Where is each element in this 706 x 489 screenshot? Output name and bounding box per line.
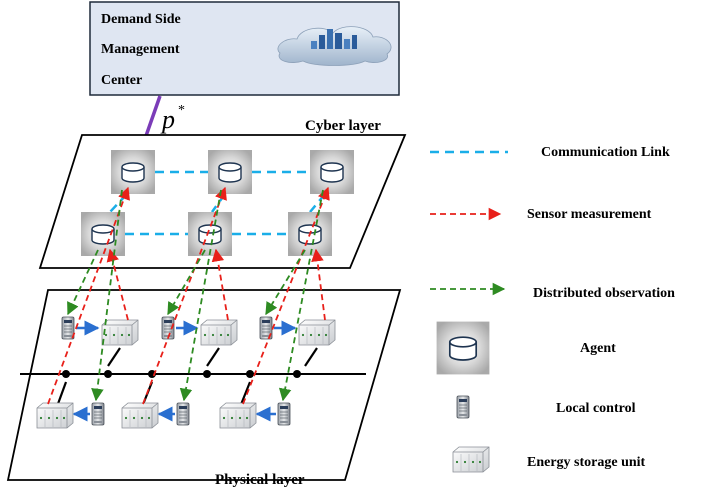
ess-bottom-1: [36, 402, 74, 429]
ess-top-3: [298, 319, 336, 346]
signal-superscript: *: [178, 103, 185, 118]
distributed-observations: [67, 189, 324, 402]
ess-bottom-3: [219, 402, 257, 429]
legend-observation-label: Distributed observation: [533, 286, 675, 301]
agent-top-2: [207, 149, 253, 195]
ess-bottom-2: [121, 402, 159, 429]
local-control-bottom-3: [277, 402, 291, 426]
legend: Communication Link Sensor measurement Di…: [430, 145, 675, 473]
ess-top-2: [200, 319, 238, 346]
legend-agent-icon: [435, 320, 491, 376]
legend-local-control-label: Local control: [556, 401, 636, 416]
agent-bottom-1: [80, 211, 126, 257]
bus-nodes: [62, 370, 301, 378]
dsm-center-line1: Demand Side: [101, 12, 181, 27]
local-control-bottom-1: [91, 402, 105, 426]
dsm-center-line3: Center: [101, 73, 142, 88]
dsm-center: Demand Side Management Center: [89, 1, 400, 96]
ess-top-1: [101, 319, 139, 346]
local-control-top-1: [61, 316, 75, 340]
legend-agent-label: Agent: [580, 341, 616, 356]
legend-local-control-icon: [456, 395, 470, 419]
legend-communication-label: Communication Link: [541, 145, 670, 160]
physical-layer-label: Physical layer: [215, 472, 305, 488]
legend-ess-icon: [452, 446, 490, 473]
legend-ess-label: Energy storage unit: [527, 455, 646, 470]
dsm-center-line2: Management: [101, 42, 180, 57]
control-arrows: [72, 320, 297, 422]
legend-sensor-label: Sensor measurement: [527, 207, 652, 222]
agent-top-1: [110, 149, 156, 195]
signal-symbol: p: [160, 105, 175, 134]
cyber-layer-label: Cyber layer: [305, 118, 381, 134]
local-control-bottom-2: [176, 402, 190, 426]
agent-top-3: [309, 149, 355, 195]
cloud-city-icon: [277, 26, 392, 66]
